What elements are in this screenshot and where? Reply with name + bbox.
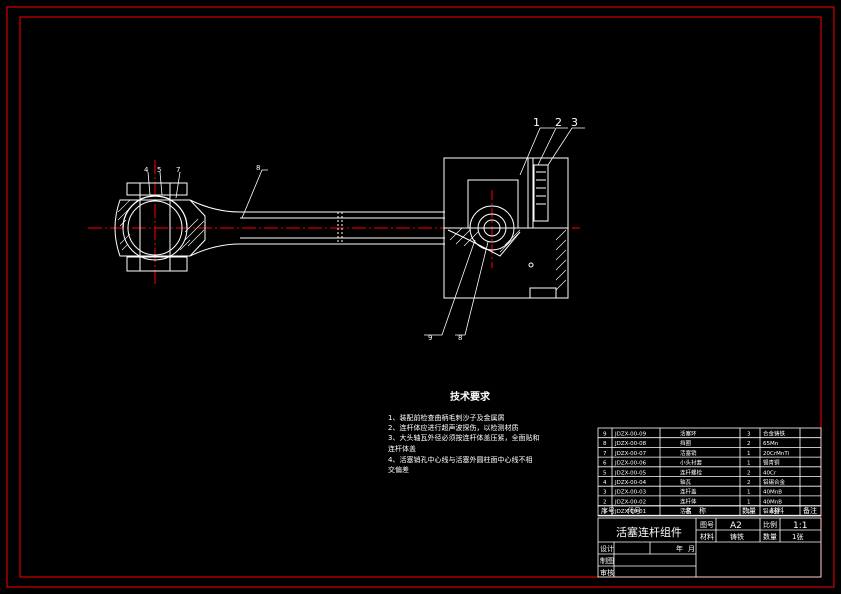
parts-cell-no: 2 — [603, 499, 607, 505]
header-code: 代号 — [627, 506, 641, 515]
parts-cell-code: JDZX-00-06 — [614, 461, 647, 467]
parts-cell-qty: 1 — [747, 451, 751, 457]
zhitu-label: 制图 — [600, 556, 614, 565]
parts-cell-qty: 2 — [747, 470, 751, 476]
parts-cell-qty: 2 — [747, 441, 751, 447]
callout-5: 5 — [157, 166, 161, 174]
tech-req-line-2: 2、连杆体应进行超声波探伤，以检测材质 — [388, 423, 518, 432]
parts-cell-qty: 1 — [747, 509, 751, 515]
parts-cell-no: 5 — [603, 470, 607, 476]
parts-cell-code: JDZX-00-01 — [614, 509, 646, 515]
callout-2: 2 — [555, 116, 562, 129]
parts-cell-name: 连杆体 — [680, 497, 697, 505]
shenhe-label: 审核 — [600, 568, 614, 577]
parts-cell-code: JDZX-00-09 — [614, 432, 647, 438]
rod-shank — [189, 199, 445, 257]
big-end — [114, 182, 206, 272]
parts-cell-mat: 20CrMnTi — [763, 451, 790, 457]
piston — [443, 157, 569, 299]
nian-label: 年 — [676, 544, 683, 553]
parts-cell-name: 活塞环 — [680, 430, 697, 438]
parts-cell-code: JDZX-00-05 — [614, 470, 647, 476]
bili-value: 1:1 — [793, 521, 807, 531]
callout-4: 4 — [144, 166, 149, 174]
connecting-rod-drawing — [88, 127, 585, 336]
parts-cell-mat: 65Mn — [763, 441, 779, 447]
parts-cell-no: 9 — [603, 432, 607, 438]
inner-frame — [19, 16, 822, 578]
parts-list — [597, 427, 822, 517]
tech-req-line-4: 连杆体盖 — [388, 444, 416, 453]
parts-cell-mat: 铝合金 — [763, 507, 780, 515]
parts-cell-name: 轴瓦 — [680, 478, 692, 486]
technical-requirements: 技术要求 1、装配前检查曲柄毛刺沙子及金属屑 2、连杆体应进行超声波探伤，以检测… — [388, 390, 539, 474]
parts-cell-name: 小头衬套 — [680, 459, 703, 467]
parts-cell-mat: 40Cr — [763, 470, 777, 476]
parts-cell-name: 连杆盖 — [680, 488, 697, 496]
yue-label: 月 — [688, 545, 695, 553]
parts-cell-mat: 40MnB — [763, 499, 782, 505]
sheji-label: 设计 — [600, 544, 614, 553]
tech-req-line-3: 3、大头轴瓦外径必须按连杆体盖压紧，全面贴和 — [388, 433, 539, 442]
callout-labels: 1 2 3 4 5 7 8 9 8 — [144, 116, 578, 342]
callout-extra: 8 — [458, 334, 462, 342]
tuhao-label: 图号 — [700, 521, 714, 529]
tech-req-line-1: 1、装配前检查曲柄毛刺沙子及金属屑 — [388, 413, 504, 422]
parts-cell-name: 活塞 — [680, 507, 692, 515]
parts-cell-mat: 铝锡合金 — [763, 478, 786, 486]
parts-cell-qty: 1 — [747, 461, 751, 467]
parts-cell-qty: 3 — [747, 432, 751, 438]
drawing-title: 活塞连杆组件 — [616, 525, 682, 539]
header-qty: 数量 — [742, 506, 756, 515]
callout-9: 9 — [428, 334, 432, 342]
parts-cell-mat: 合金铸铁 — [763, 430, 786, 438]
bili-label: 比例 — [763, 520, 777, 529]
parts-cell-code: JDZX-00-08 — [614, 441, 647, 447]
parts-cell-code: JDZX-00-02 — [614, 499, 646, 505]
callout-3: 3 — [571, 116, 578, 129]
shuliang-value: 1张 — [792, 532, 803, 541]
header-material: 材料 — [770, 506, 784, 515]
callout-8-shank: 8 — [256, 164, 260, 172]
header-name: 名 称 — [685, 506, 706, 515]
tech-req-line-5: 4、活塞销孔中心线与活塞外圆柱面中心线不相 — [388, 455, 532, 464]
parts-cell-no: 6 — [603, 461, 607, 467]
parts-cell-name: 活塞销 — [680, 449, 697, 457]
parts-cell-qty: 1 — [747, 490, 751, 496]
cailiao-label: 材料 — [700, 532, 714, 541]
parts-cell-name: 挡圈 — [680, 439, 692, 447]
title-block — [597, 517, 822, 578]
parts-cell-no: 3 — [603, 490, 607, 496]
tech-req-line-6: 交偏差 — [388, 465, 409, 474]
shuliang-label: 数量 — [763, 532, 777, 541]
callout-1: 1 — [533, 116, 540, 129]
tech-req-title: 技术要求 — [450, 390, 491, 403]
parts-cell-qty: 2 — [747, 480, 751, 486]
parts-cell-qty: 1 — [747, 499, 751, 505]
parts-cell-name: 连杆螺栓 — [680, 468, 703, 476]
header-no: 序号 — [601, 506, 615, 515]
parts-cell-no: 7 — [603, 451, 607, 457]
parts-cell-no: 8 — [603, 441, 607, 447]
outer-frame — [6, 6, 835, 588]
callout-7: 7 — [176, 166, 180, 174]
parts-cell-mat: 锡青铜 — [763, 459, 780, 467]
header-remark: 备注 — [803, 506, 817, 515]
title-block-text: 活塞连杆组件 图号 A2 比例 1:1 材料 铸铁 数量 1张 设计 制图 审核… — [600, 520, 807, 577]
parts-cell-no: 1 — [603, 509, 607, 515]
parts-cell-code: JDZX-00-03 — [614, 490, 647, 496]
tuhao-value: A2 — [730, 521, 742, 531]
parts-cell-mat: 40MnB — [763, 490, 782, 496]
parts-cell-code: JDZX-00-07 — [614, 451, 647, 457]
parts-header: 序号 代号 名 称 数量 材料 备注 — [601, 506, 817, 515]
parts-cell-code: JDZX-00-04 — [614, 480, 647, 486]
parts-cell-no: 4 — [603, 480, 607, 486]
leader-lines — [147, 127, 585, 336]
cailiao-value: 铸铁 — [730, 532, 744, 541]
